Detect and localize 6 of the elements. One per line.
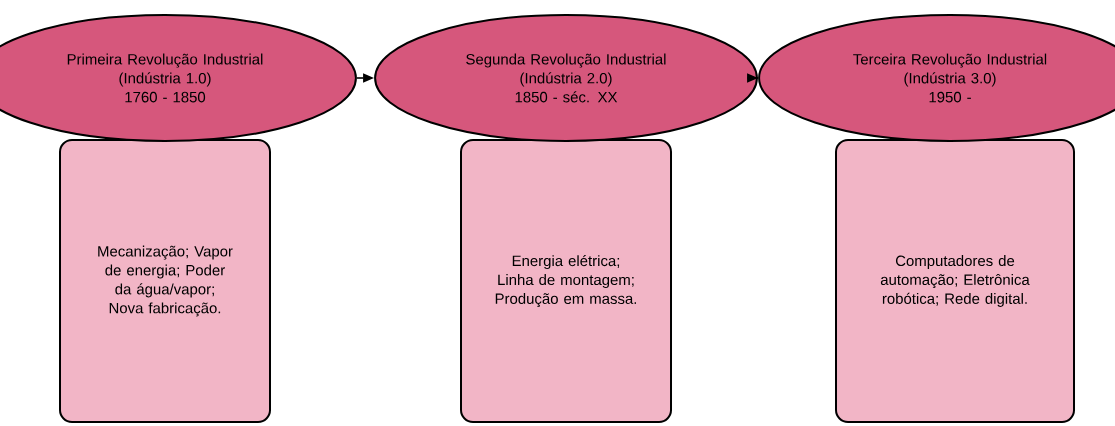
- description-box: Computadores de automação; Eletrônica robótica; Rede digital.: [835, 139, 1075, 423]
- description-box: Energia elétrica; Linha de montagem; Produção em massa.: [460, 139, 672, 423]
- description-box: Mecanização; Vapor de energia; Poder da água/vapor; Nova fabricação.: [59, 139, 271, 423]
- era-oval: Segunda Revolução Industrial (Indústria 2.0) 1850 - séc. XX: [374, 14, 758, 142]
- era-oval: Terceira Revolução Industrial (Indústria 3.0) 1950 -: [758, 14, 1115, 142]
- arrow: [746, 73, 759, 83]
